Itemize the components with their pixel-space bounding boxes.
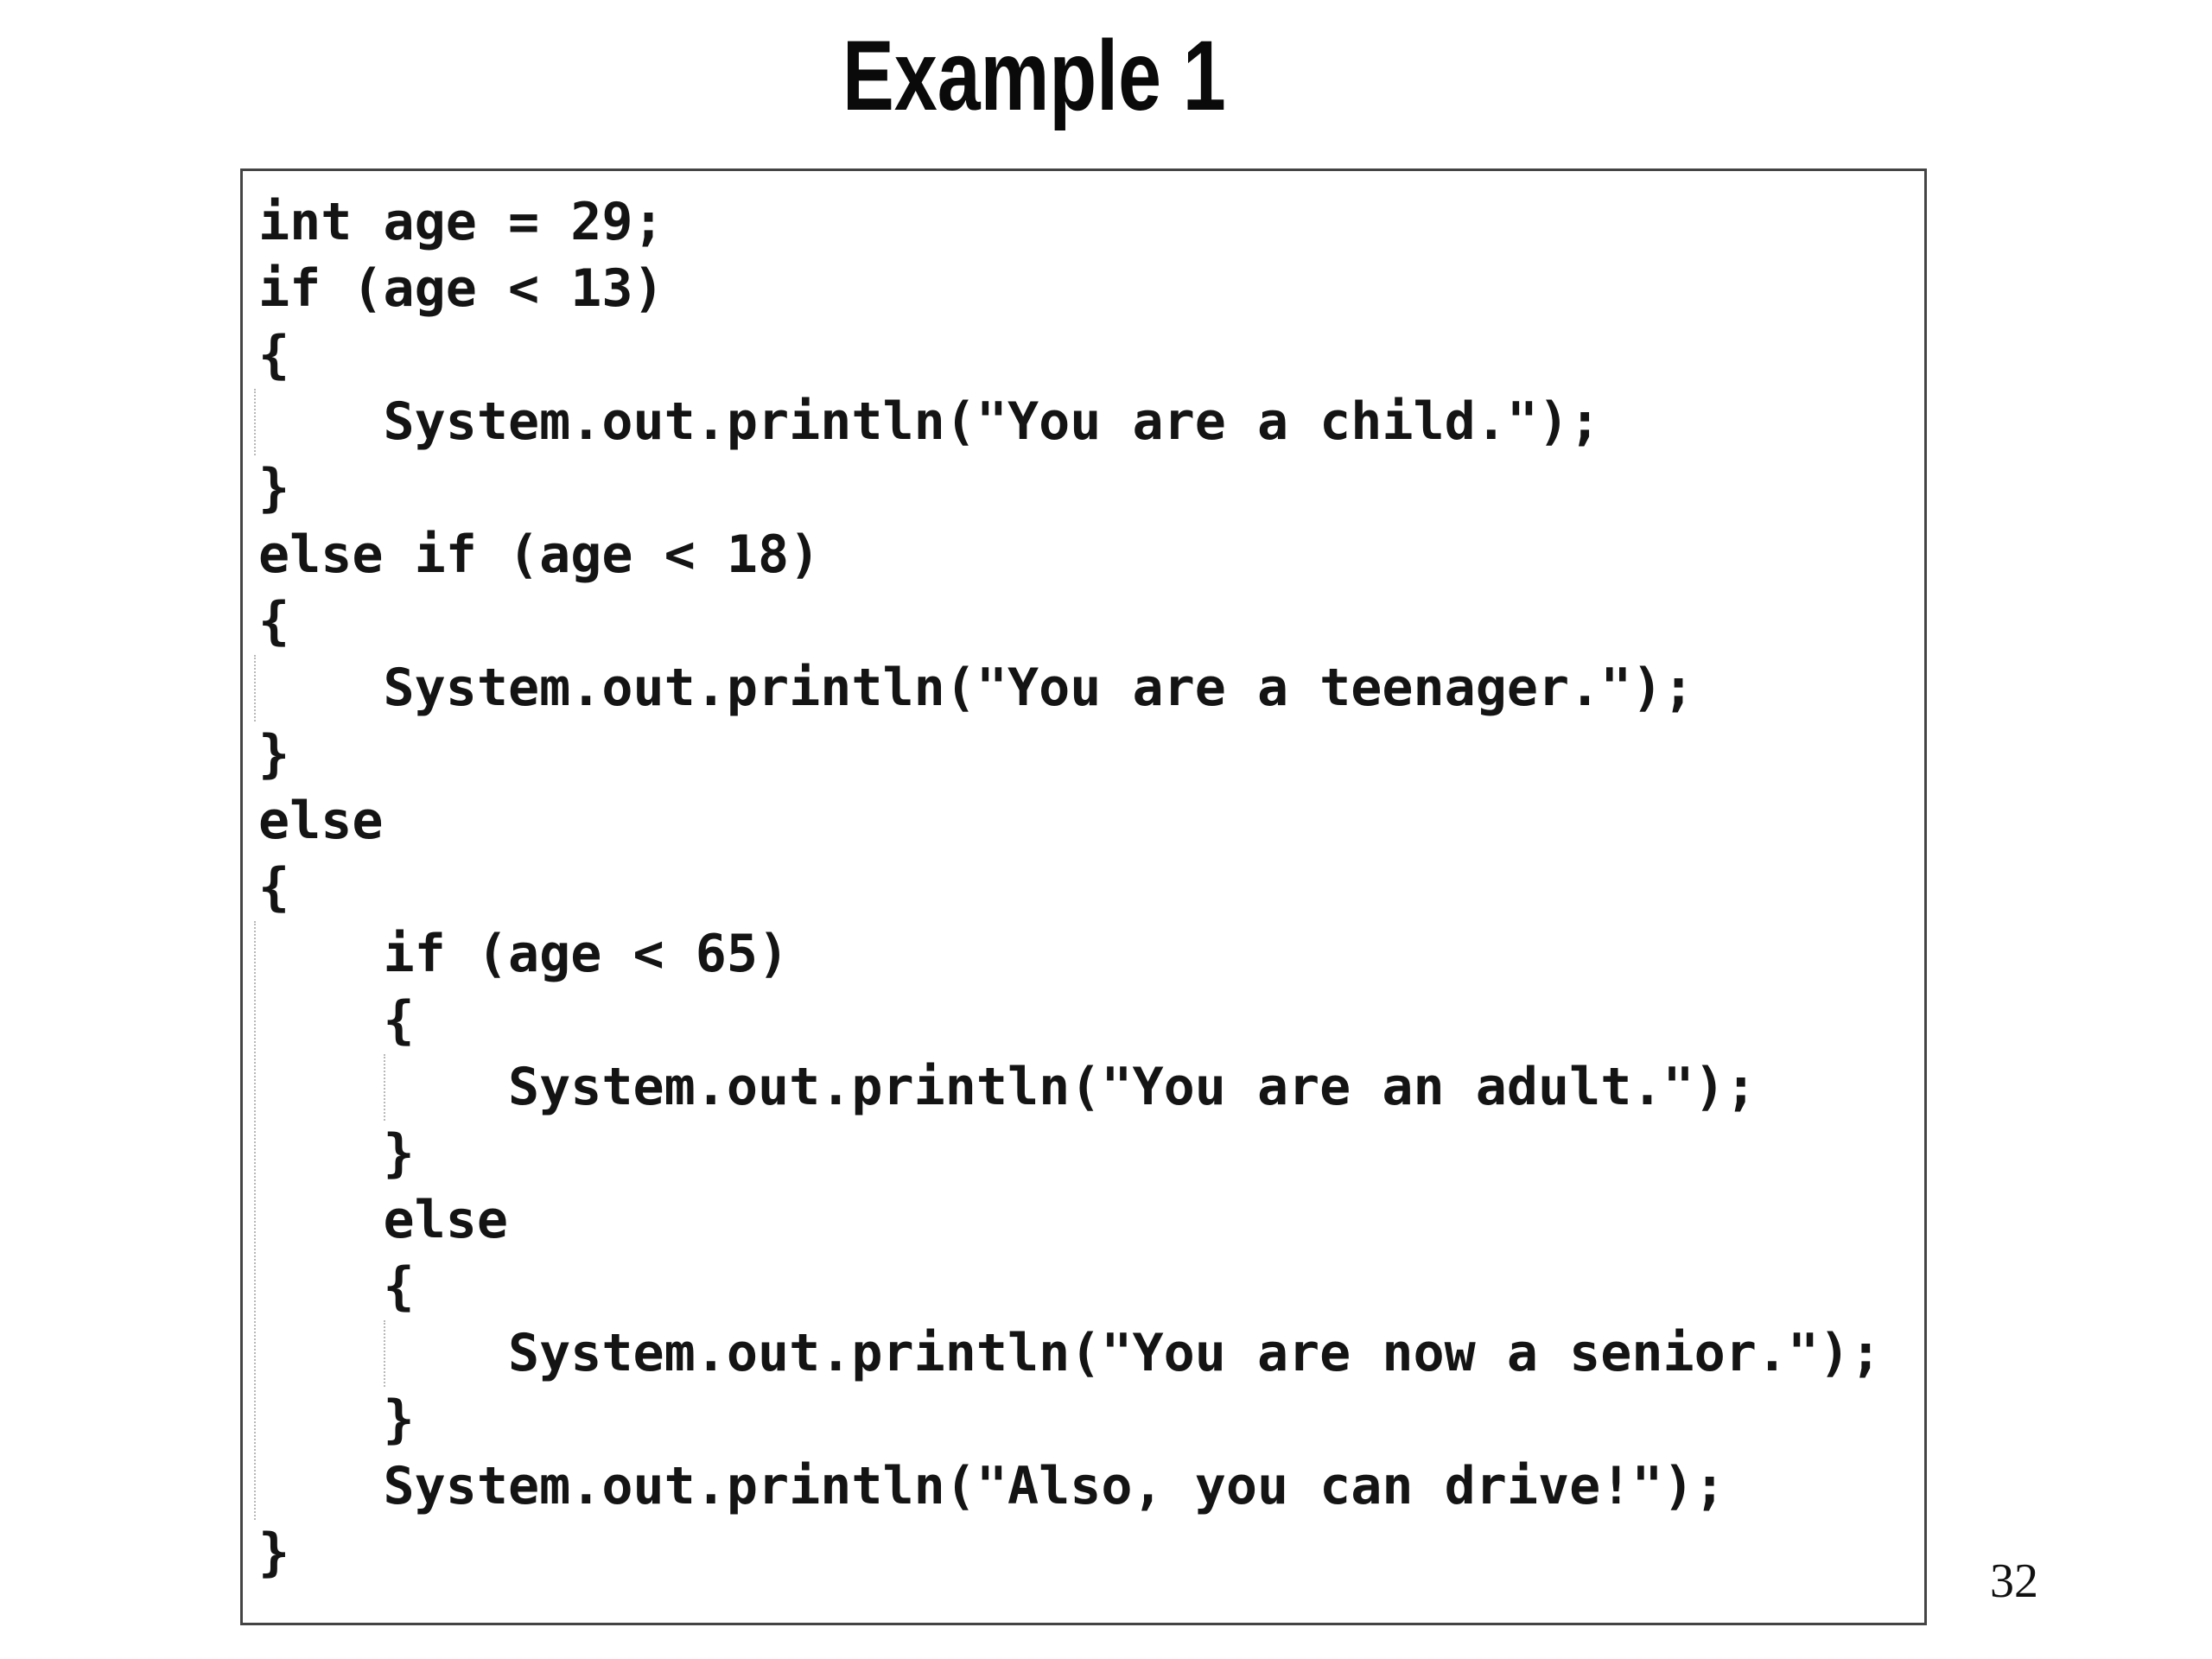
code-listing: int age = 29;if (age < 13){ System.out.p… bbox=[245, 174, 1922, 1620]
code-line: } bbox=[258, 1389, 415, 1450]
indent-guide bbox=[254, 921, 256, 1520]
code-line: else if (age < 18) bbox=[258, 524, 821, 585]
indent-guide bbox=[254, 389, 256, 455]
code-line: } bbox=[258, 1123, 415, 1184]
code-line: if (age < 65) bbox=[258, 924, 790, 984]
page-number: 32 bbox=[1990, 1554, 2038, 1608]
code-line: int age = 29; bbox=[258, 192, 664, 252]
indent-guide bbox=[384, 1320, 385, 1387]
code-line: if (age < 13) bbox=[258, 258, 664, 319]
code-line: } bbox=[258, 1522, 290, 1583]
code-line: { bbox=[258, 325, 290, 385]
code-line: { bbox=[258, 857, 290, 918]
code-line: else bbox=[258, 1190, 508, 1250]
code-box: int age = 29;if (age < 13){ System.out.p… bbox=[240, 168, 1927, 1625]
indent-guide bbox=[384, 1054, 385, 1121]
code-line: else bbox=[258, 791, 384, 851]
code-line: } bbox=[258, 724, 290, 785]
indent-guide bbox=[254, 655, 256, 721]
code-line: System.out.println("Also, you can drive!… bbox=[258, 1456, 1726, 1516]
code-line: } bbox=[258, 458, 290, 518]
code-line: System.out.println("You are a teenager."… bbox=[258, 658, 1694, 718]
code-line: System.out.println("You are now a senior… bbox=[258, 1323, 1882, 1383]
code-line: { bbox=[258, 591, 290, 652]
code-line: { bbox=[258, 1256, 415, 1317]
code-line: { bbox=[258, 990, 415, 1051]
slide-title: Example 1 bbox=[842, 21, 1226, 131]
code-line: System.out.println("You are a child."); bbox=[258, 391, 1601, 452]
code-line: System.out.println("You are an adult."); bbox=[258, 1057, 1757, 1117]
